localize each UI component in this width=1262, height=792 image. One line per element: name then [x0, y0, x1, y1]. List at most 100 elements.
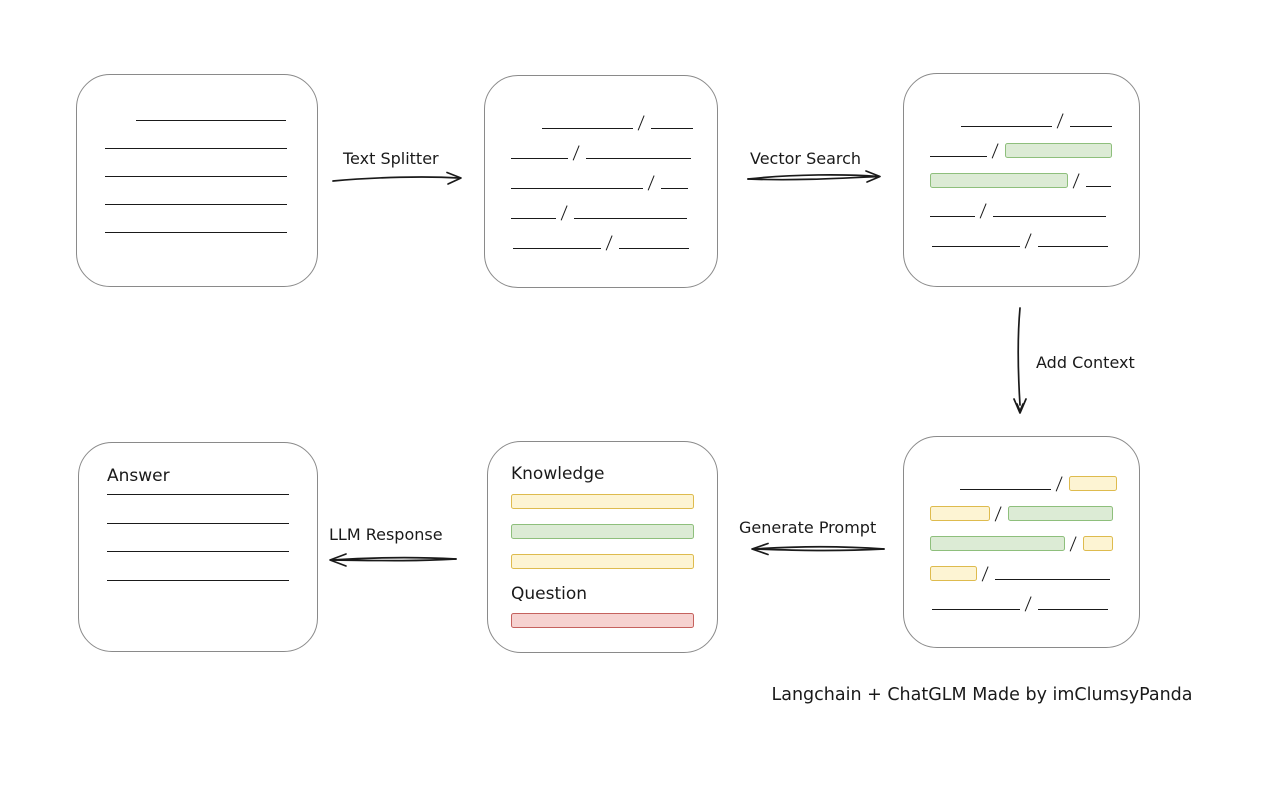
- split-chunk-rows: [485, 76, 717, 251]
- slash-separator: [994, 506, 1002, 522]
- diagram-caption: Langchain + ChatGLM Made by imClumsyPand…: [771, 685, 1193, 705]
- text-segment: [1038, 609, 1108, 610]
- chunk-row: [930, 140, 1117, 159]
- down-arrow-icon: [1013, 307, 1027, 414]
- text-segment: [960, 489, 1051, 490]
- document-box: [76, 74, 318, 287]
- green-highlight-chunk: [930, 173, 1068, 188]
- text-line: [136, 120, 286, 121]
- green-highlight-chunk: [1005, 143, 1112, 158]
- left-arrow-icon: [751, 542, 885, 556]
- vector-search-label: Vector Search: [750, 149, 862, 168]
- question-bars: [511, 613, 717, 628]
- slash-separator: [1072, 173, 1080, 189]
- text-segment: [619, 248, 689, 249]
- text-segment: [1038, 246, 1108, 247]
- chunk-row: [930, 230, 1117, 249]
- retrieved-chunk-rows: [904, 74, 1139, 249]
- text-segment: [586, 158, 691, 159]
- text-segment: [511, 158, 568, 159]
- text-segment: [930, 156, 987, 157]
- chunk-row: [511, 172, 695, 191]
- text-line: [105, 232, 287, 233]
- slash-separator: [991, 143, 999, 159]
- text-segment: [932, 246, 1020, 247]
- green-highlight-chunk: [1008, 506, 1113, 521]
- slash-separator: [647, 175, 655, 191]
- chunk-row: [930, 200, 1117, 219]
- text-segment: [511, 188, 643, 189]
- green-highlight-chunk: [930, 536, 1065, 551]
- retrieved-chunks-box: [903, 73, 1140, 287]
- yellow-highlight-chunk: [1069, 476, 1117, 491]
- document-text-lines: [77, 75, 317, 233]
- text-segment: [1086, 186, 1111, 187]
- slash-separator: [560, 205, 568, 221]
- text-segment: [995, 579, 1110, 580]
- chunk-row: [511, 112, 695, 131]
- text-line: [105, 176, 287, 177]
- text-segment: [661, 188, 688, 189]
- green-bar: [511, 524, 694, 539]
- chunk-row: [930, 170, 1117, 189]
- text-segment: [1070, 126, 1112, 127]
- text-segment: [542, 128, 633, 129]
- chunk-row: [930, 533, 1117, 552]
- chunk-row: [930, 563, 1117, 582]
- text-segment: [513, 248, 601, 249]
- slash-separator: [637, 115, 645, 131]
- question-title: Question: [511, 584, 588, 604]
- text-segment: [930, 216, 975, 217]
- chunk-row: [930, 593, 1117, 612]
- text-line: [107, 579, 289, 581]
- text-segment: [651, 128, 693, 129]
- slash-separator: [1024, 233, 1032, 249]
- slash-separator: [981, 566, 989, 582]
- text-segment: [961, 126, 1052, 127]
- chunk-row: [511, 142, 695, 161]
- text-line: [107, 551, 289, 552]
- prompt-box: Knowledge Question: [487, 441, 718, 653]
- answer-title: Answer: [107, 466, 170, 486]
- right-arrow-icon: [332, 171, 462, 185]
- answer-text-lines: [79, 486, 317, 581]
- text-segment: [574, 218, 687, 219]
- slash-separator: [605, 235, 613, 251]
- chunk-row: [930, 110, 1117, 129]
- chunk-row: [930, 473, 1117, 492]
- slash-separator: [1056, 113, 1064, 129]
- answer-box: Answer: [78, 442, 318, 652]
- red-bar: [511, 613, 694, 628]
- text-line: [107, 494, 289, 495]
- generate-prompt-label: Generate Prompt: [739, 518, 877, 537]
- llm-response-label: LLM Response: [329, 525, 443, 544]
- text-line: [105, 204, 287, 205]
- slash-separator: [572, 145, 580, 161]
- slash-separator: [1069, 536, 1077, 552]
- text-line: [107, 522, 289, 524]
- text-segment: [932, 609, 1020, 610]
- chunk-row: [930, 503, 1117, 522]
- context-chunk-rows: [904, 437, 1139, 612]
- yellow-highlight-chunk: [930, 566, 977, 581]
- text-segment: [993, 216, 1106, 217]
- text-line: [105, 148, 287, 149]
- yellow-bar: [511, 494, 694, 509]
- yellow-highlight-chunk: [930, 506, 990, 521]
- text-splitter-label: Text Splitter: [343, 149, 439, 168]
- knowledge-title: Knowledge: [511, 464, 605, 484]
- chunk-row: [511, 202, 695, 221]
- split-chunks-box: [484, 75, 718, 288]
- slash-separator: [1024, 596, 1032, 612]
- text-segment: [511, 218, 556, 219]
- add-context-label: Add Context: [1036, 353, 1135, 372]
- context-chunks-box: [903, 436, 1140, 648]
- slash-separator: [979, 203, 987, 219]
- knowledge-bars: [511, 494, 717, 569]
- yellow-highlight-chunk: [1083, 536, 1113, 551]
- yellow-bar: [511, 554, 694, 569]
- chunk-row: [511, 232, 695, 251]
- left-arrow-icon: [329, 553, 457, 567]
- right-arrow-icon: [747, 170, 881, 183]
